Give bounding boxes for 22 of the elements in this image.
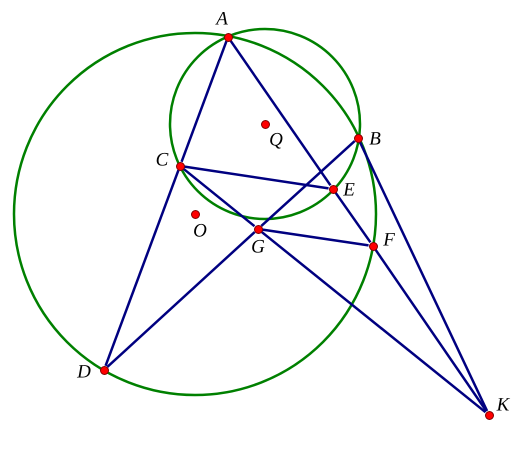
point-label: G — [251, 238, 265, 256]
line-segment — [374, 249, 488, 412]
line-segment — [104, 170, 180, 366]
point-label: K — [496, 396, 510, 414]
line-segment — [106, 231, 256, 368]
line-segment — [262, 228, 369, 247]
line-segment — [230, 40, 332, 186]
line-segment — [334, 192, 372, 244]
point-label: Q — [269, 130, 283, 150]
line-segment — [184, 165, 329, 190]
point-label: O — [193, 222, 207, 240]
point-label: F — [383, 230, 395, 250]
line-segment — [182, 168, 256, 228]
point-label: E — [343, 180, 355, 200]
line-segment — [260, 140, 356, 227]
point-label: C — [156, 150, 168, 170]
line-segment — [358, 142, 488, 412]
line-segment — [260, 230, 486, 414]
point-label: A — [216, 10, 228, 28]
point-label: B — [369, 130, 381, 148]
point-label: D — [77, 362, 91, 382]
line-segment — [180, 40, 228, 162]
